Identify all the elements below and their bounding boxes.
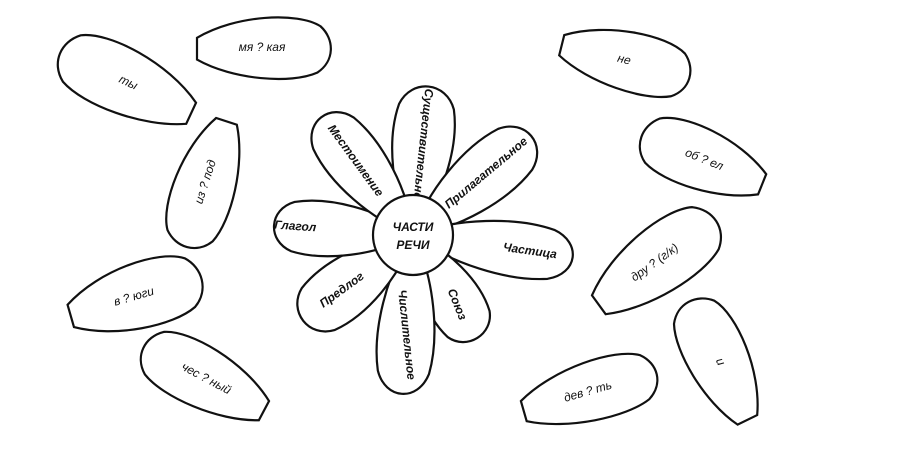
loose-petal-1 [195, 16, 332, 81]
loose-petal-3 [165, 116, 241, 250]
center-title-line-2: РЕЧИ [396, 238, 430, 252]
loose-petal-shape [195, 16, 332, 81]
loose-petal-shape [519, 352, 659, 426]
flower-center-circle [371, 193, 455, 277]
loose-petal-10 [519, 352, 659, 426]
loose-petal-7 [638, 116, 768, 197]
loose-petal-2 [56, 33, 198, 126]
loose-petal-shape [139, 330, 271, 422]
loose-petal-8 [590, 206, 723, 316]
loose-petal-shape [56, 33, 198, 126]
flower-center: ЧАСТИ РЕЧИ [371, 193, 455, 277]
loose-petal-word: не [616, 51, 633, 68]
loose-petal-6 [557, 28, 692, 99]
loose-petal-shape [638, 116, 768, 197]
loose-petal-shape [66, 255, 204, 333]
loose-petal-9 [672, 297, 759, 426]
loose-petal-shape [165, 116, 241, 250]
loose-petal-shape [590, 206, 723, 316]
loose-petal-shape [672, 297, 759, 426]
loose-petal-word: мя ? кая [239, 40, 286, 54]
flower-petal-2 [411, 125, 539, 237]
loose-petal-shape [557, 28, 692, 99]
flower-petal-label: Глагол [274, 218, 317, 235]
loose-petal-5 [139, 330, 271, 422]
loose-petal-4 [66, 255, 204, 333]
center-title-line-1: ЧАСТИ [393, 220, 434, 234]
